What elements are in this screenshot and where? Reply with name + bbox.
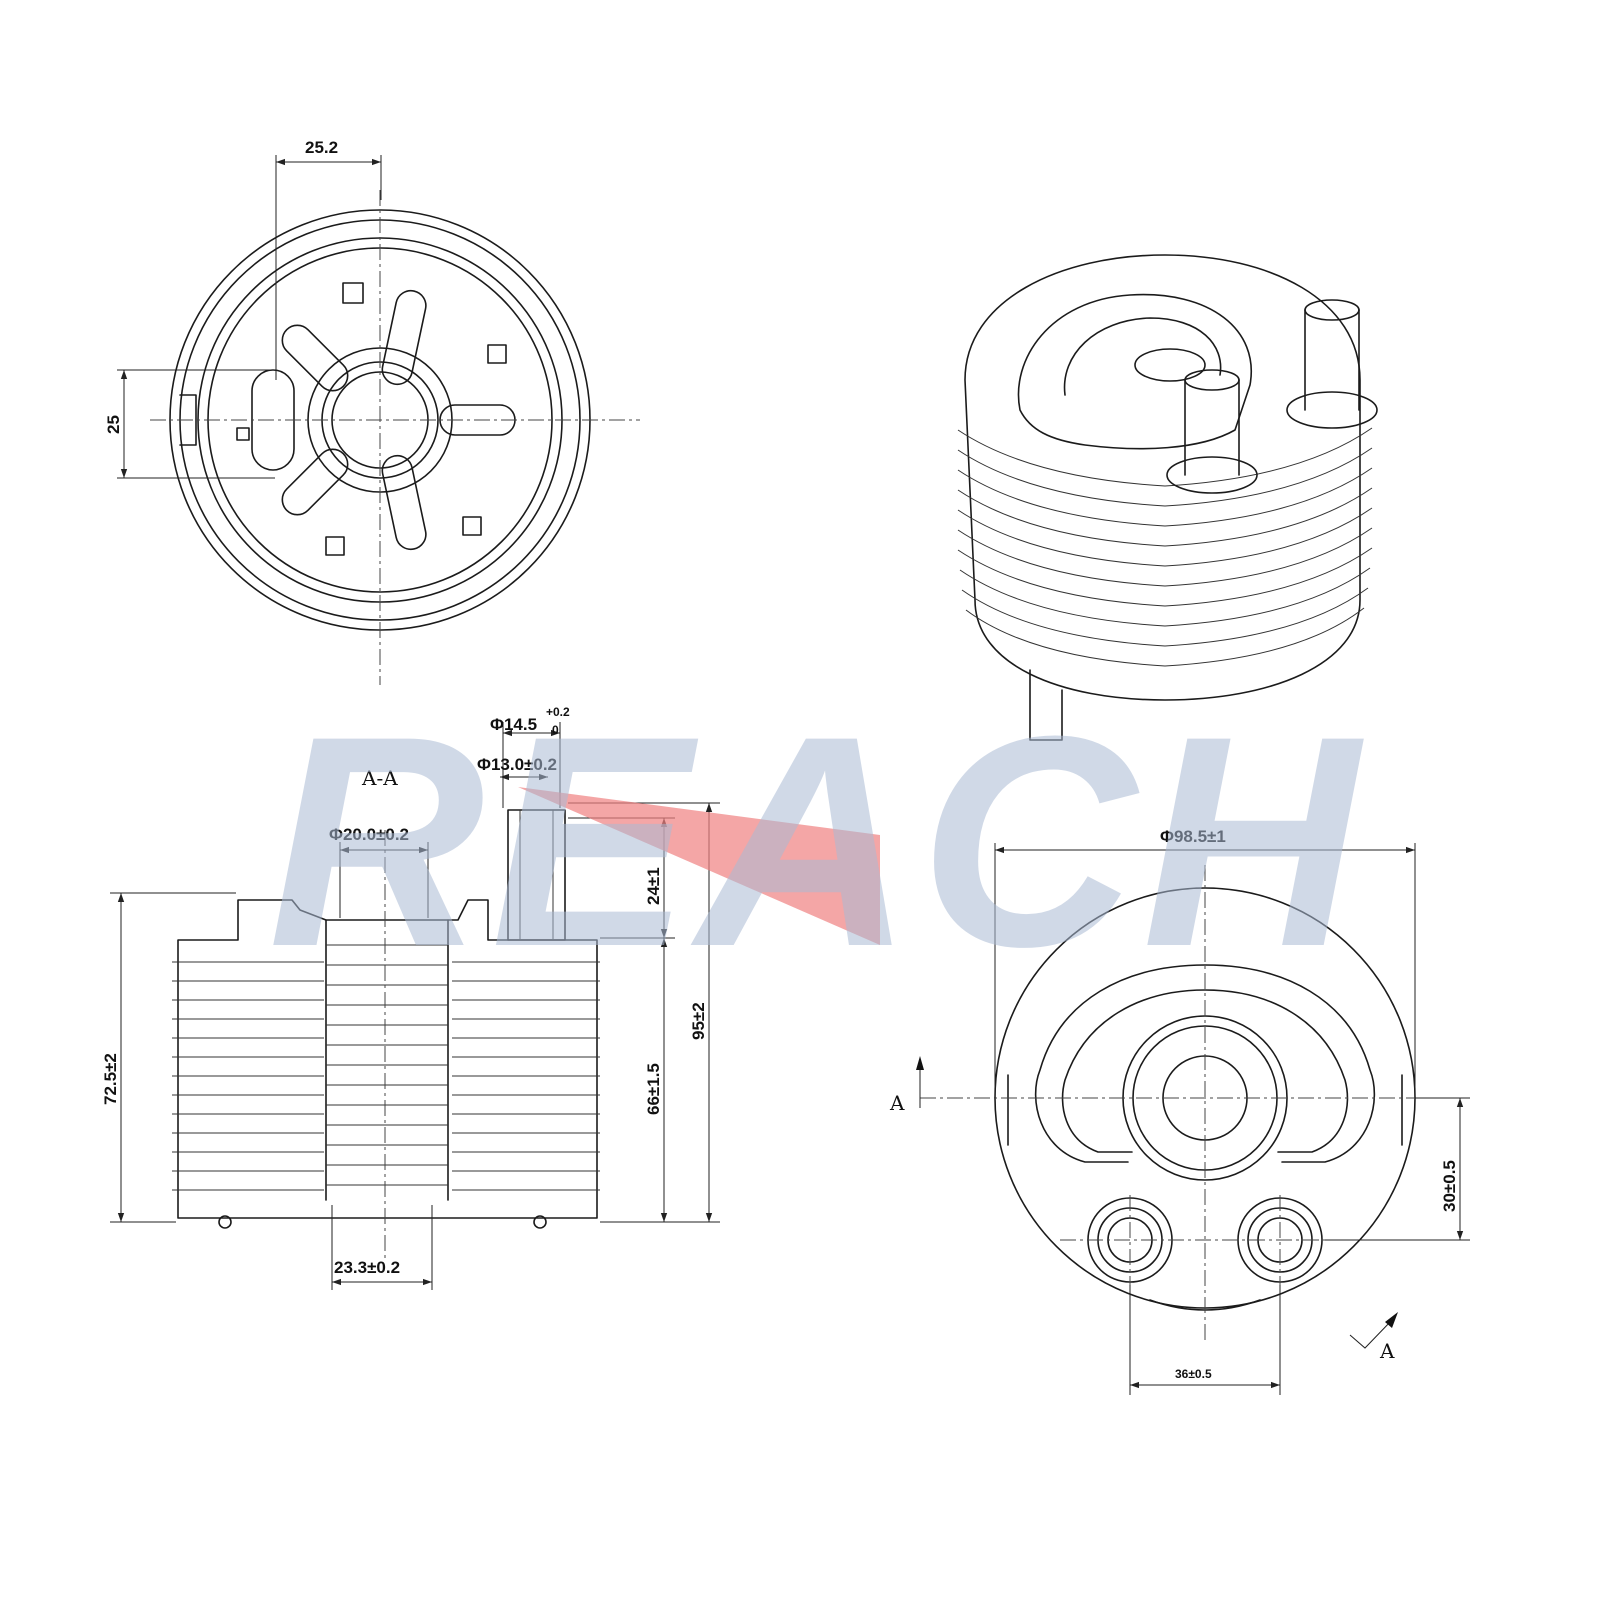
dim-port-offset: 30±0.5 xyxy=(1440,1160,1459,1212)
fin-stack-right xyxy=(452,961,600,1191)
dim-side-height: 72.5±2 xyxy=(101,1053,120,1105)
section-arrow-right-label: A xyxy=(1379,1339,1395,1363)
section-arrow-left-label: A xyxy=(889,1091,905,1115)
fin-stack-left xyxy=(172,961,324,1191)
cooling-fins xyxy=(957,427,1373,667)
bottom-view: Φ98.5±1 30±0.5 36±0.5 A A xyxy=(889,827,1470,1395)
brand-logo: REACH xyxy=(268,673,1367,1009)
section-arrow-right: A xyxy=(1349,1312,1398,1363)
section-arrow-left: A xyxy=(889,1056,924,1115)
dim-bore-bottom: 23.3±0.2 xyxy=(334,1258,400,1277)
dim-pipe-outer-tol-low: 0 xyxy=(552,723,559,737)
dim-pipe-outer-tol: +0.2 xyxy=(546,705,570,719)
dim-outer-diameter: Φ98.5±1 xyxy=(1160,827,1226,846)
dim-total-height: 95±2 xyxy=(689,1002,708,1040)
dim-pipe-height: 24±1 xyxy=(644,867,663,905)
dim-top-height: 25 xyxy=(104,415,123,434)
inlet-pipes xyxy=(1166,299,1378,494)
central-bore xyxy=(325,919,449,1201)
dim-pipe-inner: Φ13.0±0.2 xyxy=(477,755,557,774)
dim-bore-top: Φ20.0±0.2 xyxy=(329,825,409,844)
isometric-view xyxy=(957,254,1378,741)
section-title: A-A xyxy=(361,766,398,790)
logo-red-swoosh xyxy=(518,787,880,945)
dim-port-spacing: 36±0.5 xyxy=(1175,1367,1212,1381)
section-view: A-A Φ14.5 +0.2 0 xyxy=(101,705,720,1290)
top-view: 25.2 25 xyxy=(104,138,640,685)
brand-logo-text: REACH xyxy=(268,673,1367,1009)
dim-top-width: 25.2 xyxy=(305,138,338,157)
dim-body-height: 66±1.5 xyxy=(644,1063,663,1115)
dim-pipe-outer: Φ14.5 xyxy=(490,715,537,734)
